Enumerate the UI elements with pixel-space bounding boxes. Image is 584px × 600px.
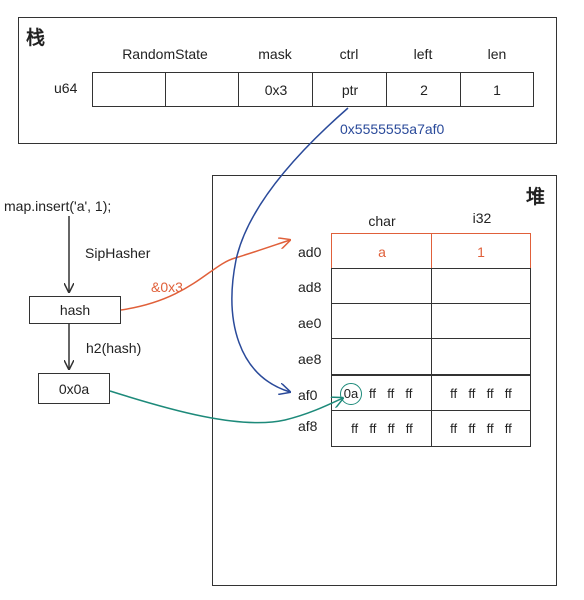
h2-label: h2(hash)	[86, 340, 142, 356]
ctrl-byte-0a: 0a	[340, 382, 362, 405]
stack-header-mask: mask	[258, 46, 292, 62]
hasher-label: SipHasher	[85, 245, 151, 261]
mask-op-label: &0x3	[151, 279, 183, 295]
heap-cell-ad8-char	[331, 268, 433, 305]
stack-header-randomstate: RandomState	[122, 46, 208, 62]
heap-cell-ad0-char: a	[331, 233, 433, 270]
heap-addr-ad0: ad0	[298, 244, 322, 260]
heap-header-i32: i32	[472, 210, 492, 226]
stack-cell-randomstate-b	[165, 72, 240, 107]
heap-cell-ae8-char	[331, 338, 433, 375]
hash-box: hash	[29, 296, 121, 324]
stack-row-label: u64	[54, 80, 78, 96]
heap-addr-ae0: ae0	[298, 315, 322, 331]
heap-header-char: char	[368, 213, 396, 229]
heap-cell-af0-char: 0a ff ff ff	[331, 375, 433, 412]
stack-header-len: len	[487, 46, 507, 62]
stack-cell-mask: 0x3	[238, 72, 314, 107]
arrow-h2-to-ctrl-byte	[109, 390, 343, 424]
insert-call-label: map.insert('a', 1);	[4, 198, 112, 214]
heap-addr-ad8: ad8	[298, 279, 322, 295]
stack-cell-randomstate-a	[92, 72, 167, 107]
heap-title: 堆	[526, 187, 546, 208]
heap-cell-ae0-i32	[431, 303, 531, 340]
arrow-ptr-to-af0	[231, 107, 349, 392]
heap-addr-af0: af0	[298, 387, 318, 403]
heap-cell-af8-i32: ff ff ff ff	[431, 410, 531, 447]
h2-result-label: 0x0a	[58, 380, 90, 397]
stack-cell-len: 1	[460, 72, 534, 107]
heap-cell-ae8-i32	[431, 338, 531, 375]
heap-cell-af0-i32: ff ff ff ff	[431, 375, 531, 412]
h2-result-box: 0x0a	[38, 373, 110, 404]
heap-cell-ad0-i32: 1	[431, 233, 531, 270]
heap-addr-ae8: ae8	[298, 351, 322, 367]
stack-cell-ctrl: ptr	[312, 72, 388, 107]
stack-header-left: left	[413, 46, 433, 62]
hash-box-label: hash	[59, 302, 91, 318]
stack-header-ctrl: ctrl	[339, 46, 359, 62]
heap-addr-af8: af8	[298, 418, 318, 434]
ctrl-bytes-rest: ff ff ff	[369, 386, 413, 401]
heap-cell-af8-char: ff ff ff ff	[331, 410, 433, 447]
ptr-address-label: 0x5555555a7af0	[340, 121, 445, 137]
arrow-mask-to-ad0	[120, 240, 290, 311]
heap-cell-ad8-i32	[431, 268, 531, 305]
stack-title: 栈	[26, 28, 46, 49]
stack-cell-left: 2	[386, 72, 462, 107]
